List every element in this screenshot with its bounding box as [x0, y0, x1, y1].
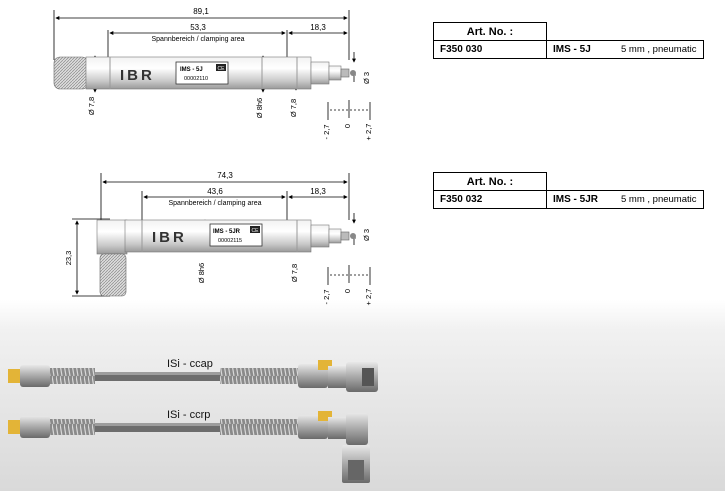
- clamp-label: Spannbereich / clamping area: [168, 200, 261, 207]
- article-model: IMS - 5JR: [546, 190, 615, 209]
- dim-d3: Ø 3: [362, 72, 371, 84]
- dim-d78: Ø 7,8: [290, 264, 299, 282]
- ce-mark: CE: [252, 228, 260, 234]
- article-spec: 5 mm , pneumatic: [615, 190, 704, 209]
- dim-d8h6: Ø 8h6: [255, 98, 264, 118]
- article-model: IMS - 5J: [546, 40, 615, 59]
- dim-tip: 18,3: [310, 187, 326, 196]
- dim-total: 89,1: [193, 7, 209, 16]
- tag-serial: 00002115: [218, 238, 242, 244]
- article-table-f350-032: Art. No. : F350 032 IMS - 5JR 5 mm , pne…: [433, 172, 704, 209]
- dim-tip: 18,3: [310, 23, 326, 32]
- dim-d8h6: Ø 8h6: [197, 263, 206, 283]
- tol-minus: - 2,7: [322, 124, 331, 139]
- ibr-logo: IBR: [152, 229, 187, 246]
- table-header: Art. No. :: [433, 172, 547, 191]
- ce-mark: CE: [218, 66, 226, 72]
- table-header: Art. No. :: [433, 22, 547, 41]
- tol-minus: - 2,7: [322, 289, 331, 304]
- cable-ccrp: [8, 411, 370, 483]
- article-spec: 5 mm , pneumatic: [615, 40, 704, 59]
- tol-plus: + 2,7: [364, 289, 373, 306]
- dim-height: 23,3: [64, 251, 73, 266]
- tol-zero: 0: [343, 124, 352, 128]
- tag-model: IMS - 5JR: [213, 229, 241, 235]
- tag-model: IMS - 5J: [180, 67, 203, 73]
- cable-ccap: [8, 360, 378, 392]
- clamp-label: Spannbereich / clamping area: [151, 36, 244, 43]
- article-table-f350-030: Art. No. : F350 030 IMS - 5J 5 mm , pneu…: [433, 22, 704, 59]
- probe-drawing-ims-5j: IBR IMS - 5J CE 00002110 89,1 53,3 Spann…: [53, 7, 373, 141]
- article-number: F350 032: [433, 190, 547, 209]
- dim-d3: Ø 3: [362, 229, 371, 241]
- ibr-logo: IBR: [120, 67, 155, 84]
- dim-total: 74,3: [217, 171, 233, 180]
- cable-illustration: ISi - ccap ISi - ccrp: [8, 358, 378, 483]
- cable-label-ccap: ISi - ccap: [167, 358, 213, 370]
- cable-label-ccrp: ISi - ccrp: [167, 409, 210, 421]
- article-number: F350 030: [433, 40, 547, 59]
- dim-clamp: 43,6: [207, 187, 223, 196]
- tol-plus: + 2,7: [364, 124, 373, 141]
- tag-serial: 00002110: [184, 76, 208, 82]
- probe-drawing-ims-5jr: IBR IMS - 5JR CE 00002115 74,3 43,6 Span…: [64, 171, 373, 306]
- dim-d78-left: Ø 7,8: [87, 97, 96, 115]
- tol-zero: 0: [343, 289, 352, 293]
- dim-clamp: 53,3: [190, 23, 206, 32]
- dim-d78-right: Ø 7,8: [289, 99, 298, 117]
